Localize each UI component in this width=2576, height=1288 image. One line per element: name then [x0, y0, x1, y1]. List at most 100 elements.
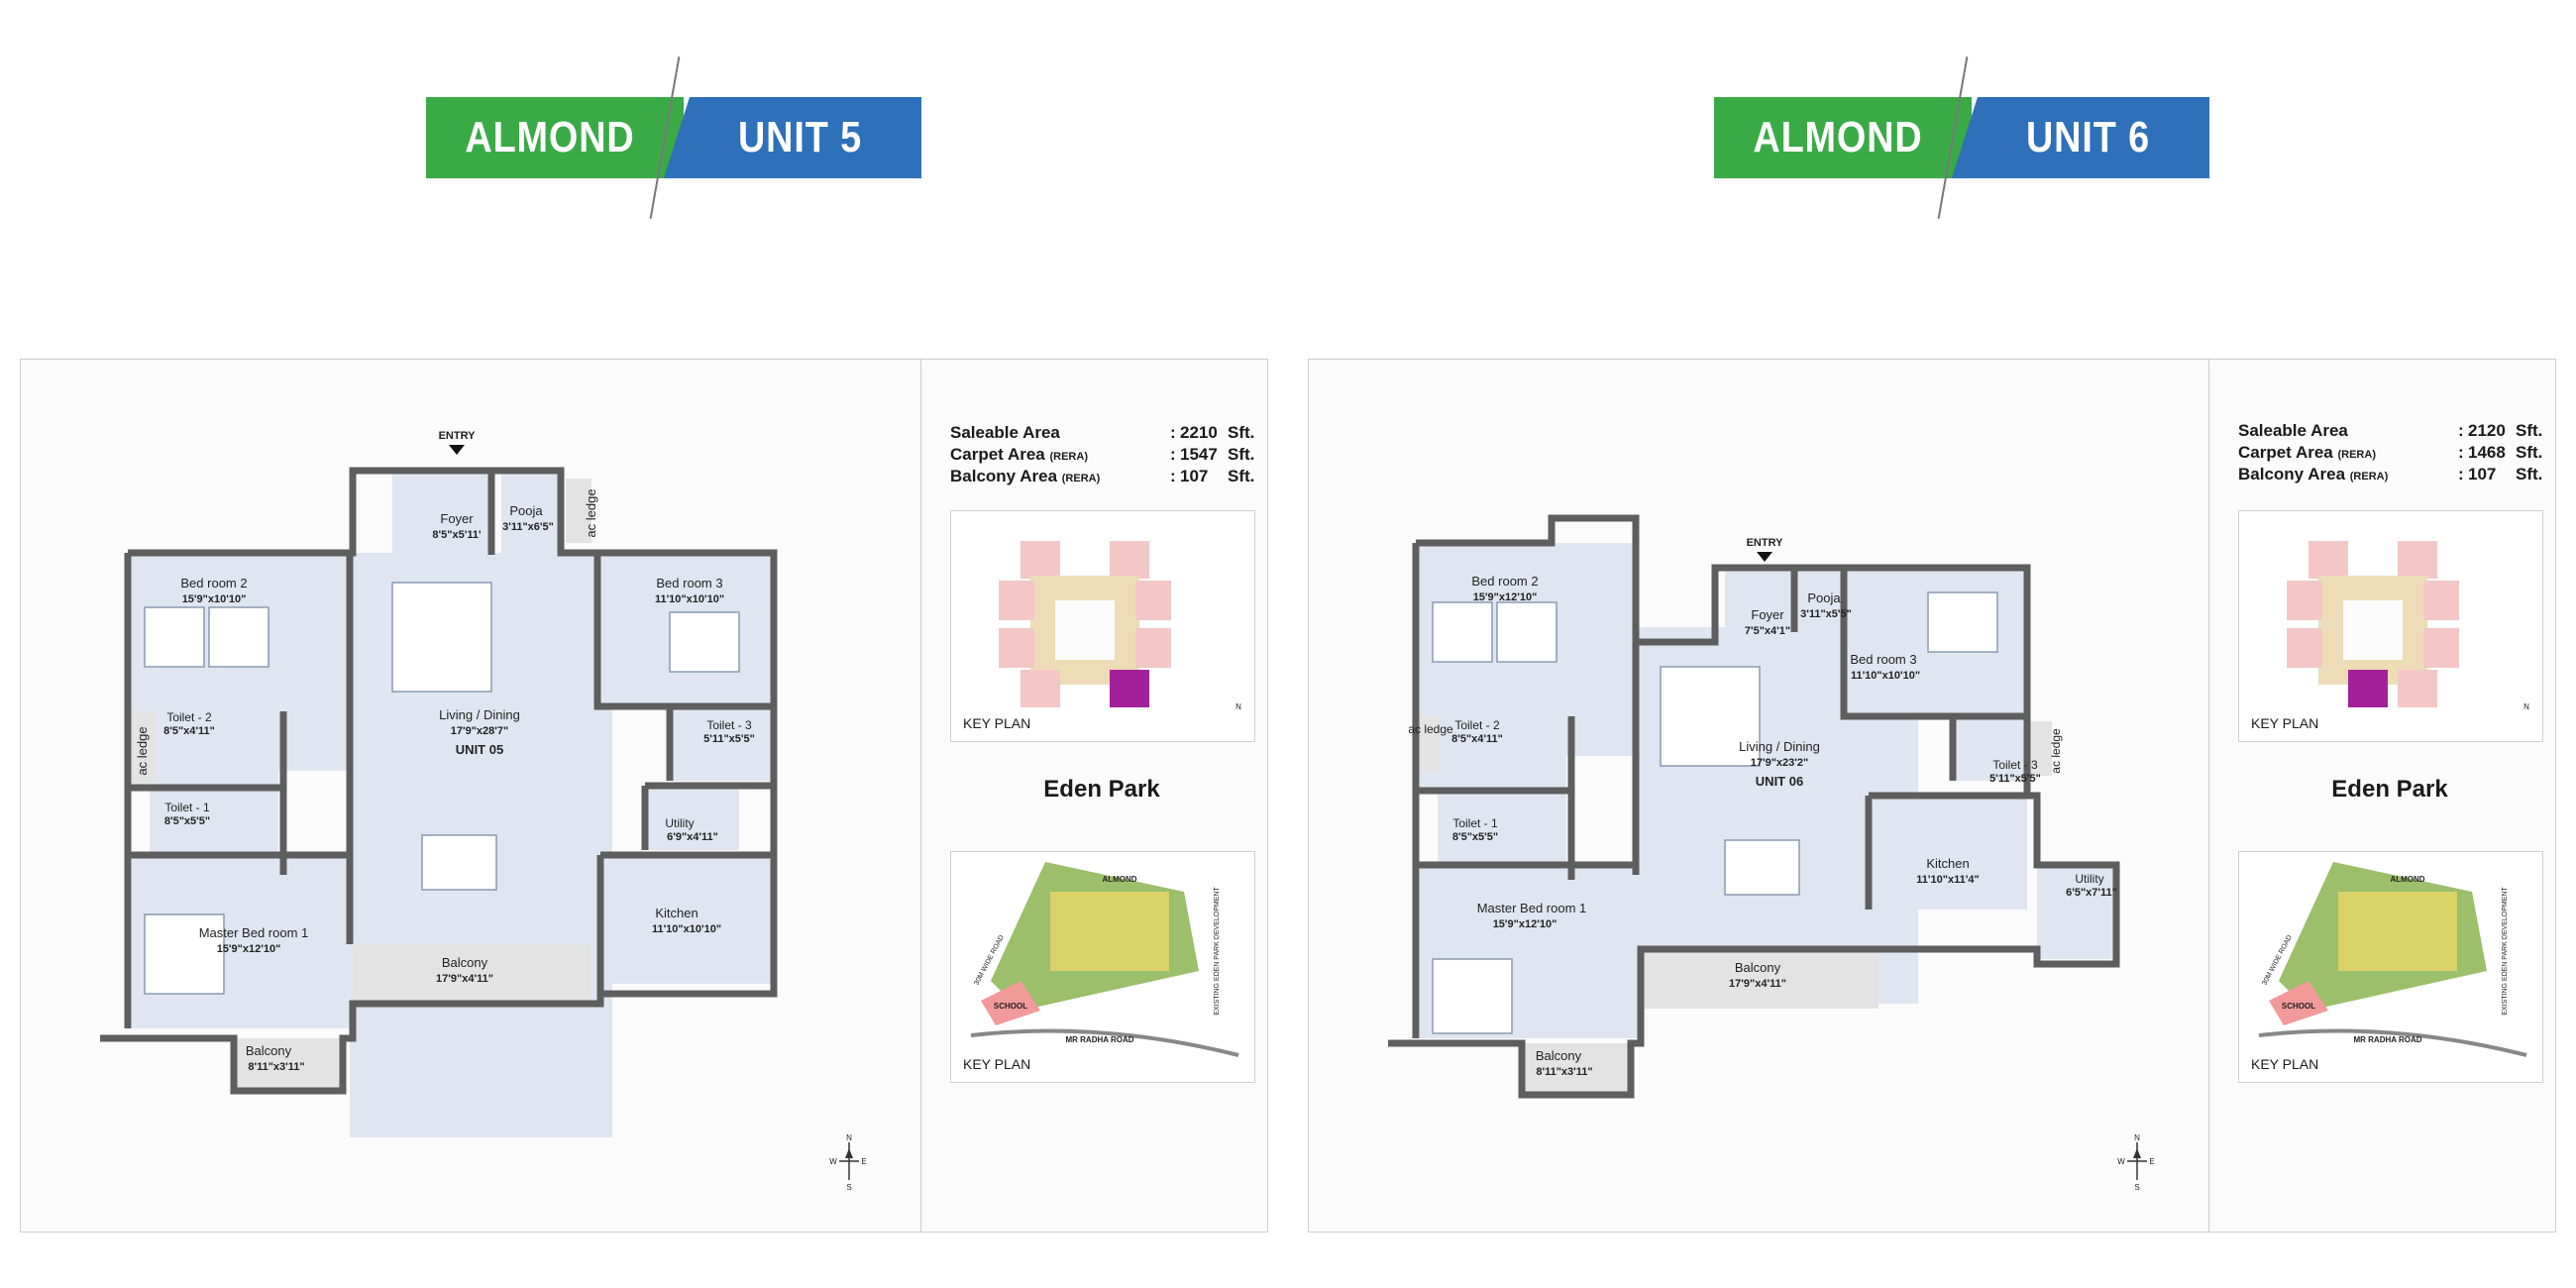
ac-ledge-right-area [2027, 721, 2052, 776]
ac-ledge-left-area [128, 711, 156, 783]
toilet2-label: Toilet - 2 [166, 710, 212, 724]
project-name: Eden Park [1043, 776, 1160, 803]
area-value: 2210 [1180, 423, 1218, 442]
key-plan-label: KEY PLAN [963, 715, 1031, 731]
svg-text:SCHOOL: SCHOOL [994, 1002, 1027, 1011]
utility-area [645, 786, 739, 850]
entry-label: ENTRY [439, 430, 477, 442]
svg-text:EXISTING EDEN PARK DEVELOPMENT: EXISTING EDEN PARK DEVELOPMENT [2502, 887, 2509, 1016]
pooja-label: Pooja [509, 503, 543, 518]
unit6-floor-plan: ENTRY Bed room 2 15'9"x12'10" Foyer 7'5"… [1388, 514, 2155, 1192]
bed3-label: Bed room 3 [1850, 652, 1916, 667]
site-key-plan-diagram: ALMOND SCHOOL MR RADHA ROAD 30M WIDE ROA… [970, 862, 1239, 1057]
balcony-dim: 17'9"x4'11" [436, 973, 493, 985]
toilet1-area [1438, 791, 1566, 865]
area-label: Balcony Area [950, 467, 1058, 485]
kitchen-dim: 11'10"x10'10" [652, 923, 721, 935]
bed2-dim: 15'9"x12'10" [1473, 591, 1538, 603]
unit6-banner: ALMOND UNIT 6 [1714, 56, 2209, 219]
area-label: Saleable Area [2238, 421, 2348, 440]
svg-text:ALMOND: ALMOND [2390, 875, 2424, 884]
balcony-small-label: Balcony [246, 1043, 292, 1058]
svg-text:N: N [1235, 702, 1241, 711]
area-row: Saleable Area : 2210 Sft. [950, 423, 1255, 442]
area-label: Carpet Area [950, 445, 1045, 464]
bed2-bed-right [208, 606, 269, 668]
banner-unit-bg [1952, 97, 2209, 178]
ac-ledge-top-area [566, 479, 591, 543]
svg-text:SCHOOL: SCHOOL [2282, 1002, 2315, 1011]
key-plan-label: KEY PLAN [2251, 715, 2319, 731]
utility-label: Utility [665, 816, 694, 830]
toilet3-area [670, 706, 774, 781]
living-label: Living / Dining [439, 707, 520, 722]
area-value: 1468 [2468, 443, 2506, 462]
svg-text:N: N [2523, 702, 2529, 711]
toilet3-dim: 5'11"x5'5" [703, 733, 755, 745]
balcony-small-dim: 8'11"x3'11" [248, 1061, 304, 1073]
svg-text:N: N [846, 1133, 852, 1142]
banner-project-bg [1714, 97, 1972, 178]
svg-text:MR RADHA ROAD: MR RADHA ROAD [1065, 1035, 1133, 1044]
bed2-label: Bed room 2 [180, 576, 247, 590]
svg-text:MR RADHA ROAD: MR RADHA ROAD [2353, 1035, 2421, 1044]
toilet3-area [1953, 716, 2027, 781]
area-unit: Sft. [2516, 421, 2543, 440]
area-row: Carpet Area (RERA) : 1547 Sft. [950, 445, 1255, 464]
living-dim: 17'9"x23'2" [1751, 757, 1809, 769]
living-dim: 17'9"x28'7" [451, 725, 509, 737]
master-bed [1432, 958, 1513, 1034]
bed3-dim: 11'10"x10'10" [655, 593, 724, 605]
bed3-bed [1927, 591, 1998, 653]
toilet1-area [150, 788, 278, 862]
area-value: 107 [2468, 465, 2497, 483]
dining-table [1724, 839, 1800, 896]
area-label: Balcony Area [2238, 465, 2346, 483]
banner-project-name: ALMOND [1753, 113, 1923, 161]
pooja-area [501, 471, 561, 555]
master-label: Master Bed room 1 [199, 925, 309, 940]
unit5-panel: ENTRY Foyer 8'5"x5'11' Pooja 3'11"x6'5" … [20, 359, 1268, 1233]
site-key-plan: ALMOND SCHOOL MR RADHA ROAD 30M WIDE ROA… [950, 851, 1255, 1083]
area-row: Balcony Area (RERA) : 107 Sft. [2238, 465, 2543, 483]
svg-text:E: E [861, 1157, 866, 1166]
bed3-bed [669, 611, 740, 673]
banner-unit-name: UNIT 5 [737, 113, 862, 161]
svg-text:W: W [829, 1157, 837, 1166]
toilet1-label: Toilet - 1 [1452, 816, 1498, 830]
kitchen-area [600, 855, 774, 984]
ac-ledge-left-label: ac ledge [135, 726, 150, 775]
compass-icon: N S E W [2117, 1133, 2154, 1192]
area-unit: Sft. [2516, 465, 2543, 483]
area-unit: Sft. [1228, 423, 1255, 442]
bed2-dim: 15'9"x10'10" [182, 593, 247, 605]
bed2-bed-left [1432, 601, 1493, 663]
highlighted-unit [2348, 670, 2388, 707]
bed2-bed-right [1496, 601, 1557, 663]
toilet2-dim: 8'5"x4'11" [1451, 733, 1503, 745]
svg-text:ALMOND: ALMOND [1102, 875, 1136, 884]
outer-wall [1388, 514, 2120, 1099]
area-row: Balcony Area (RERA) : 107 Sft. [950, 467, 1255, 485]
utility-area [2037, 865, 2116, 959]
entry-arrow-icon [1757, 552, 1772, 562]
toilet3-label: Toilet - 3 [1992, 758, 2038, 772]
balcony-area [1641, 949, 1878, 1009]
highlighted-unit [1110, 670, 1149, 707]
balcony-small-area [1522, 1043, 1631, 1093]
area-value: 2120 [2468, 421, 2506, 440]
balcony-small-dim: 8'11"x3'11" [1536, 1066, 1592, 1078]
toilet1-dim: 8'5"x5'5" [1452, 831, 1498, 843]
area-row: Saleable Area : 2120 Sft. [2238, 421, 2543, 440]
balcony-small-area [234, 1038, 343, 1088]
area-label: Carpet Area [2238, 443, 2333, 462]
living-label: Living / Dining [1739, 739, 1820, 754]
toilet2-area [1418, 716, 1566, 791]
banner-project-bg [426, 97, 684, 178]
unit5-banner: ALMOND UNIT 5 [426, 56, 921, 219]
kitchen-label: Kitchen [1926, 856, 1969, 871]
toilet3-label: Toilet - 3 [706, 718, 752, 732]
utility-dim: 6'9"x4'11" [667, 831, 718, 843]
ac-ledge-top-label: ac ledge [584, 488, 598, 537]
svg-text:N: N [2134, 1133, 2140, 1142]
